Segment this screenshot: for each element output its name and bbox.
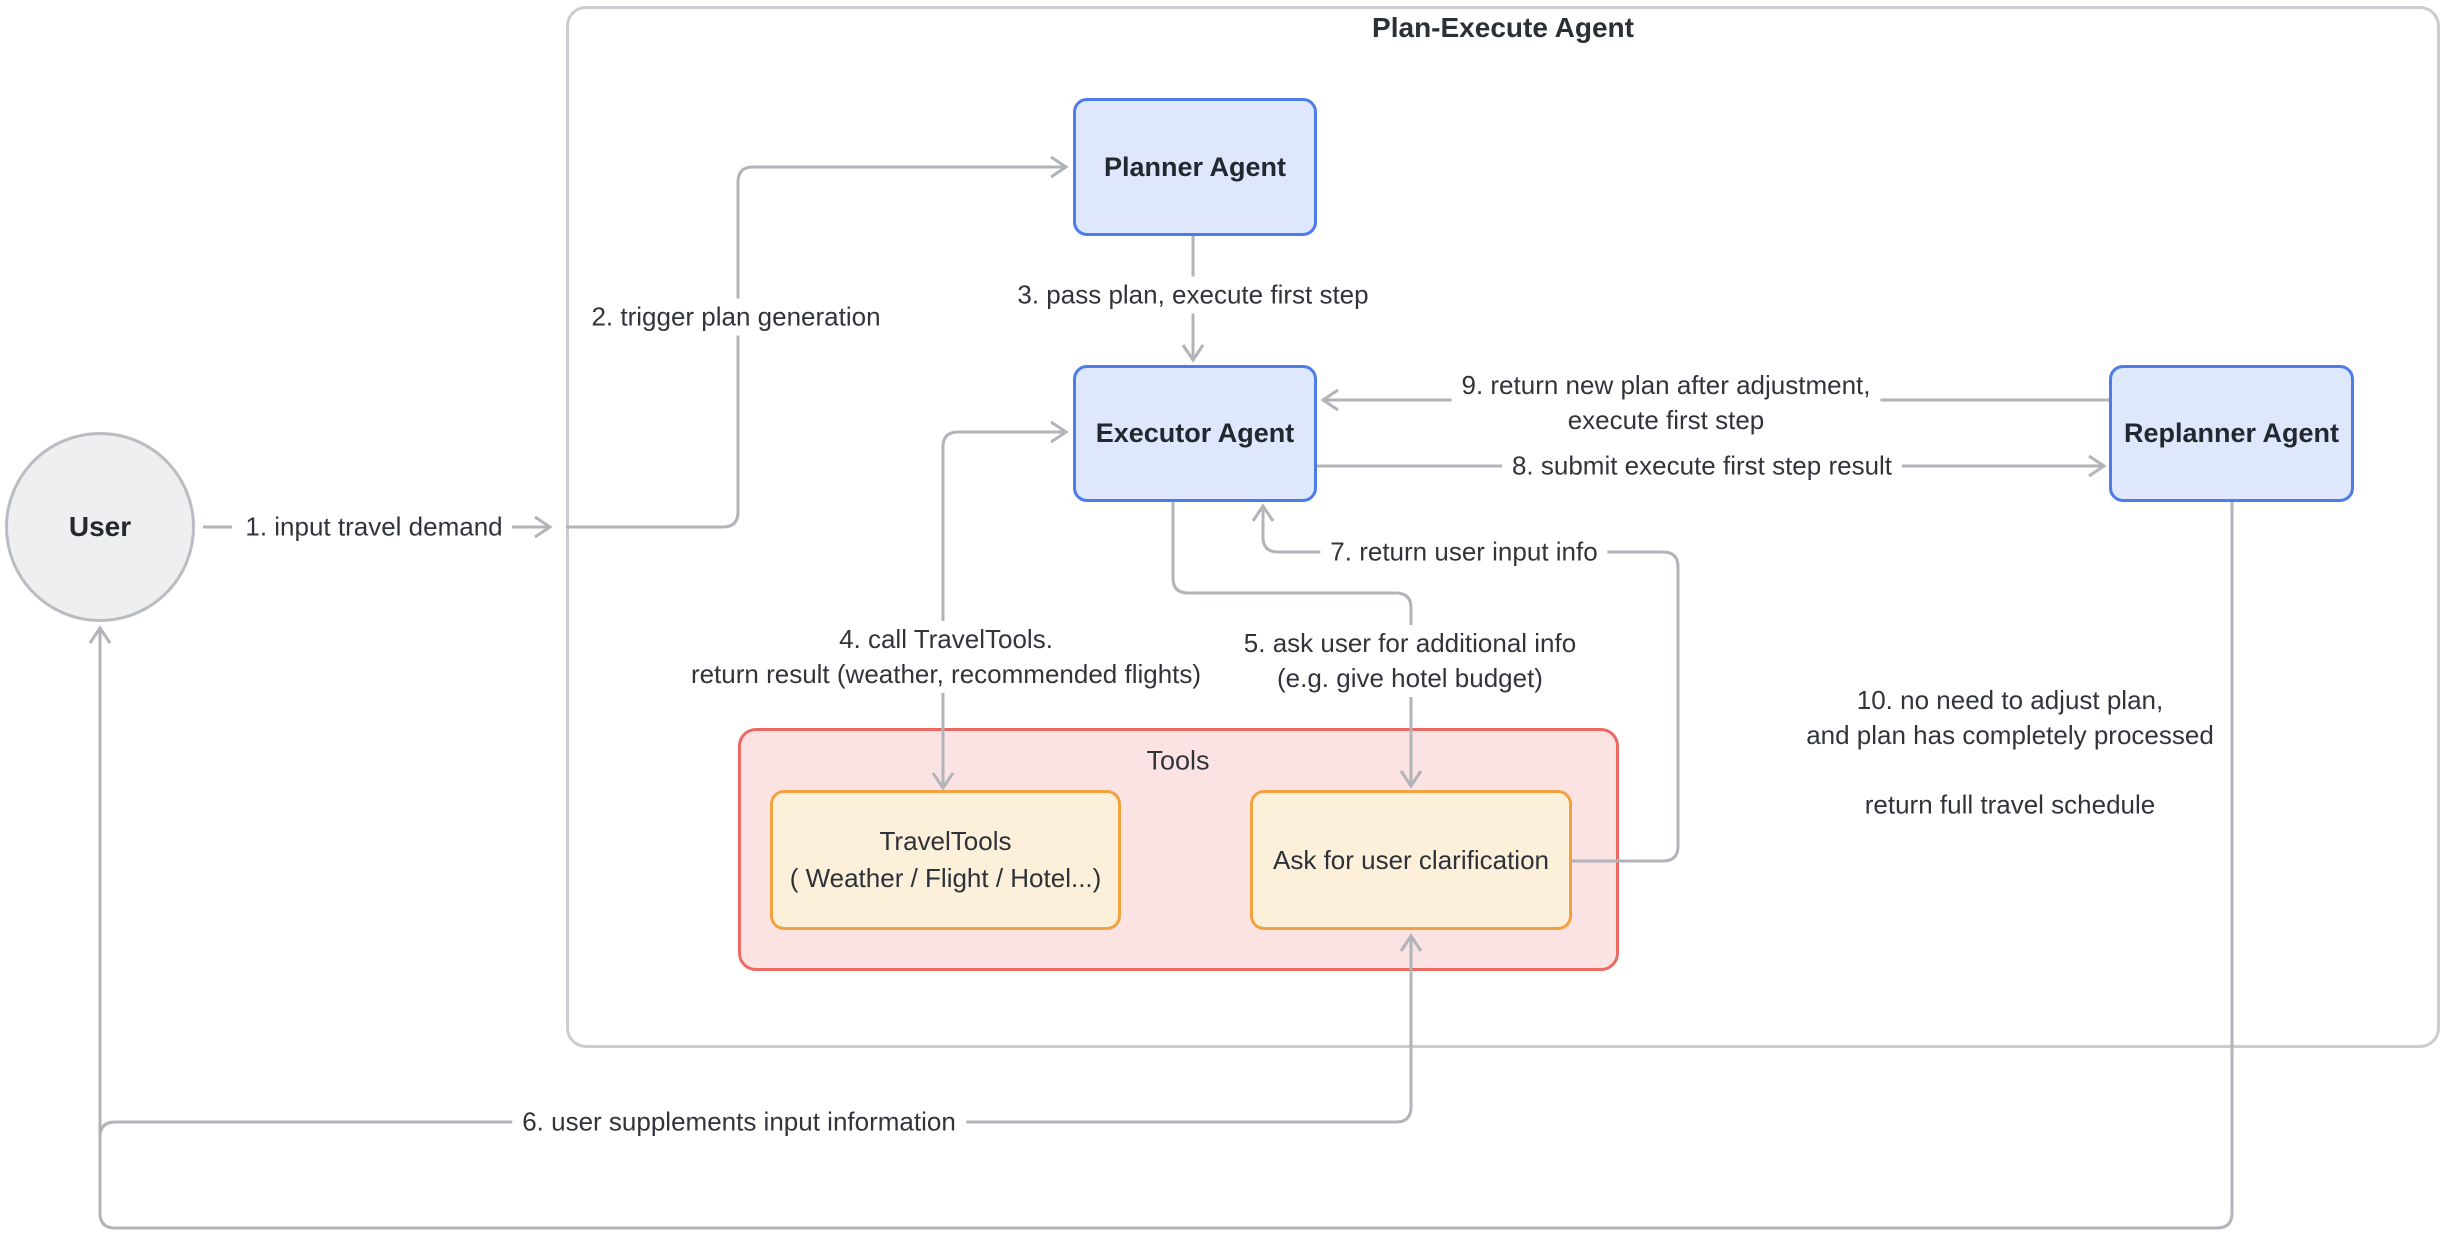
edge-label-1: 1. input travel demand [245,511,503,542]
edge-label-10-line1: 10. no need to adjust plan, [1856,685,2164,715]
edge-label-5-line2: (e.g. give hotel budget) [1277,663,1543,693]
edge-4 [931,420,1069,791]
edge-label-9-line2: execute first step [1567,405,1765,435]
user-node-label: User [68,511,132,542]
edge-6 [98,933,1423,1138]
user-node: User [5,432,195,622]
edge-label-2: 2. trigger plan generation [581,298,891,336]
edge-label-5-line1: 5. ask user for additional info [1243,628,1577,658]
edge-label-4-line1: 4. call TravelTools. [839,624,1053,654]
travel-tools-label: TravelTools [879,826,1012,856]
edge-label-10b: return full travel schedule [1864,789,2156,820]
replanner-agent-node: Replanner Agent [2109,365,2354,502]
executor-agent-label: Executor Agent [1095,418,1295,448]
travel-tools-sublabel: ( Weather / Flight / Hotel...) [789,863,1102,893]
planner-agent-node: Planner Agent [1073,98,1317,236]
edge-label-4: 4. call TravelTools. return result (weat… [680,621,1212,693]
executor-agent-node: Executor Agent [1073,365,1317,502]
planner-agent-label: Planner Agent [1103,151,1287,182]
tools-group-label: Tools [1146,745,1210,776]
edge-label-5: 5. ask user for additional info (e.g. gi… [1233,625,1587,697]
ask-user-clarification-label: Ask for user clarification [1273,844,1549,875]
travel-tools-node: TravelTools ( Weather / Flight / Hotel..… [770,790,1121,930]
edge-5 [1171,502,1423,789]
edge-7 [1251,503,1680,863]
edge-label-6: 6. user supplements input information [512,1103,966,1141]
edge-label-7: 7. return user input info [1320,533,1608,571]
replanner-agent-label: Replanner Agent [2123,418,2340,448]
edge-label-9: 9. return new plan after adjustment, exe… [1451,367,1881,439]
edge-label-10: 10. no need to adjust plan, and plan has… [1796,682,2224,754]
edge-10 [98,502,2234,1230]
plan-execute-title: Plan-Execute Agent [1372,12,1634,43]
ask-user-clarification-node: Ask for user clarification [1250,790,1572,930]
edge-label-10-line2: and plan has completely processed [1806,720,2214,750]
edge-label-3: 3. pass plan, execute first step [1007,276,1379,314]
edge-label-4-line2: return result (weather, recommended flig… [690,659,1202,689]
edge-label-9-line1: 9. return new plan after adjustment, [1461,370,1871,400]
edge-label-8: 8. submit execute first step result [1501,447,1903,485]
edge-2 [566,155,1069,529]
